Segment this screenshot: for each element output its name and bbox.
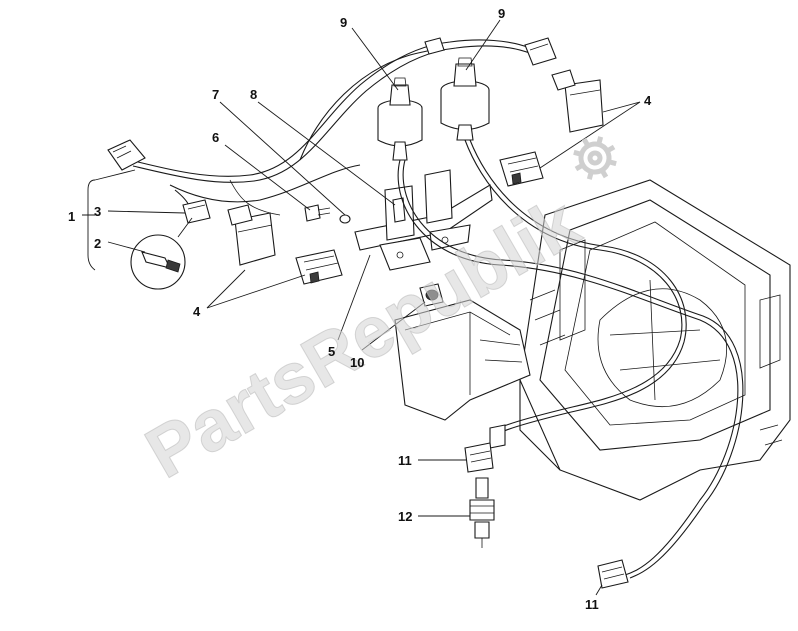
callout-10: 10 [350,355,364,370]
ignition-coil-left [377,77,423,161]
callout-labels: 1 2 3 4 4 5 6 7 8 9 9 10 11 11 12 [68,6,652,612]
washer-7 [339,214,351,224]
callout-9-right: 9 [498,6,505,21]
callout-2: 2 [94,236,101,251]
leader-lines [82,19,641,596]
relay-top-right [551,69,604,133]
callout-6: 6 [212,130,219,145]
callout-11-upper: 11 [398,453,412,468]
harness-connector-left [107,139,146,171]
callout-8: 8 [250,87,257,102]
callout-9-left: 9 [340,15,347,30]
callout-1: 1 [68,209,75,224]
watermark-text: PartsRepublik [133,182,593,494]
connector-3 [182,199,211,224]
lower-tray [394,299,531,421]
spark-plug [469,477,495,548]
spark-plug-cap-upper [464,424,506,473]
callout-4-top: 4 [644,93,652,108]
callout-5: 5 [328,344,335,359]
terminal-detail-2 [130,217,193,290]
relay-left [227,204,276,266]
air-box [519,179,791,501]
screw-8 [392,197,406,223]
wiring-harness [129,39,533,216]
relay-block-right [499,151,544,187]
spark-plug-cap-lower [597,559,629,589]
callout-3: 3 [94,204,101,219]
screw-6 [304,204,331,222]
relay-block-left [295,249,343,285]
harness-connector-small [424,37,445,55]
harness-connector-top [524,37,557,66]
ignition-coil-right [440,57,490,141]
ht-leads [397,139,744,579]
callout-7: 7 [212,87,219,102]
callout-4-bottom: 4 [193,304,201,319]
gear-icon [573,136,617,180]
callout-12: 12 [398,509,412,524]
callout-11-lower: 11 [585,597,599,612]
grommet-10 [419,283,444,307]
